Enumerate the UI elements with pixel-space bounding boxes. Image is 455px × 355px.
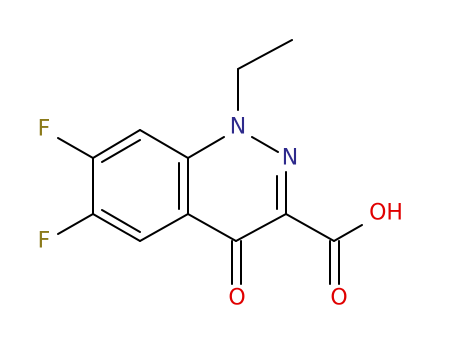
atom-labels: F F N N O O OH xyxy=(38,115,403,311)
bond-n1-n2 xyxy=(251,136,279,153)
bond-cacid-oh xyxy=(333,224,363,242)
bond-c7-f xyxy=(57,137,94,159)
atom-label-f-upper: F xyxy=(38,117,51,142)
atom-label-o-keto: O xyxy=(228,286,245,311)
bond-c8-c7-inner xyxy=(101,139,141,163)
atom-label-oh: OH xyxy=(369,201,403,226)
bond-ch2-ch3 xyxy=(237,39,293,70)
bond-c8-c7 xyxy=(92,129,141,159)
bond-c6-c5 xyxy=(92,213,141,242)
bond-c8a-c8 xyxy=(139,129,189,159)
bond-c3-cacid xyxy=(285,213,335,242)
atom-label-o-acid: O xyxy=(330,286,347,311)
atom-label-n2: N xyxy=(282,146,298,171)
bond-c4-c4a xyxy=(187,213,237,242)
bond-c5-c4a xyxy=(139,213,189,242)
bond-c3-c4 xyxy=(235,213,287,242)
bonds xyxy=(57,39,363,285)
atom-label-f-lower: F xyxy=(38,229,51,254)
bond-c8a-n1 xyxy=(187,136,225,159)
bond-c6-f xyxy=(57,213,94,235)
bond-c6-c5-inner xyxy=(101,209,141,233)
atom-label-n1: N xyxy=(230,115,246,140)
